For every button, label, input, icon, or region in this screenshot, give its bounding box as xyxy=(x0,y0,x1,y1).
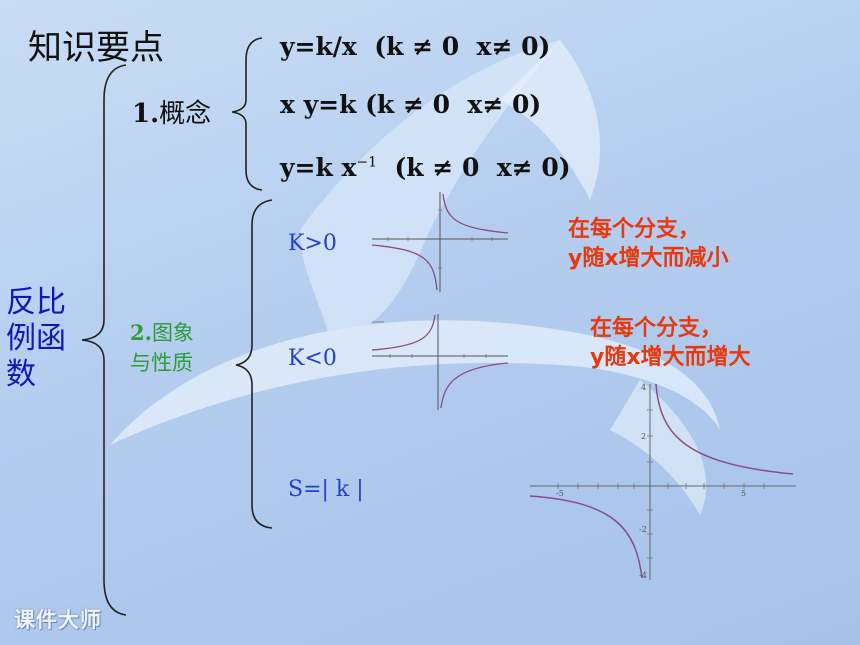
section-graph-properties: 2.图象 与性质 xyxy=(130,318,194,378)
property2-line2: y随x增大而增大 xyxy=(590,345,751,370)
property-k-positive: 在每个分支， y随x增大而减小 xyxy=(568,215,729,273)
property2-line1: 在每个分支， xyxy=(590,316,723,341)
formula3-exponent: −1 xyxy=(356,154,378,171)
property1-line2: y随x增大而减小 xyxy=(568,246,729,271)
tick-y-low: -2 xyxy=(639,525,647,534)
topic-text: 反比例函数 xyxy=(6,285,66,392)
section2-number: 2. xyxy=(130,320,152,345)
formula3-base: y=k x xyxy=(280,153,357,182)
formula-1: y=k/x (k ≠ 0 x≠ 0) xyxy=(280,32,551,61)
tick-x-pos: 5 xyxy=(741,489,746,498)
formula-2: x y=k (k ≠ 0 x≠ 0) xyxy=(280,90,542,119)
section-concept: 1.概念 xyxy=(132,93,211,130)
case-k-positive: K>0 xyxy=(288,231,337,256)
watermark-logo: 课件大师 xyxy=(14,608,102,632)
formula3-condition: (k ≠ 0 x≠ 0) xyxy=(377,153,571,182)
graph-k-positive xyxy=(371,192,509,292)
topic-label: 反比例函数 xyxy=(6,285,70,393)
case-area: S=| k | xyxy=(288,477,364,502)
tick-x-neg: -5 xyxy=(556,489,564,498)
page-title: 知识要点 xyxy=(28,28,164,68)
graph-area: -5 5 4 2 -2 -4 xyxy=(529,383,796,580)
case-k-negative: K<0 xyxy=(288,346,337,371)
graph-k-negative xyxy=(371,314,509,410)
section2-line1: 图象 xyxy=(151,321,194,345)
tick-y-mid: 2 xyxy=(641,432,646,441)
property-k-negative: 在每个分支， y随x增大而增大 xyxy=(590,314,751,372)
formula-3: y=k x−1 (k ≠ 0 x≠ 0) xyxy=(280,153,571,182)
tick-y-top: 4 xyxy=(641,383,646,392)
section1-label: 概念 xyxy=(159,99,212,129)
tick-y-bottom: -4 xyxy=(639,571,647,580)
property1-line1: 在每个分支， xyxy=(568,217,701,242)
section2-line2: 与性质 xyxy=(130,351,193,375)
section1-number: 1. xyxy=(132,99,160,129)
